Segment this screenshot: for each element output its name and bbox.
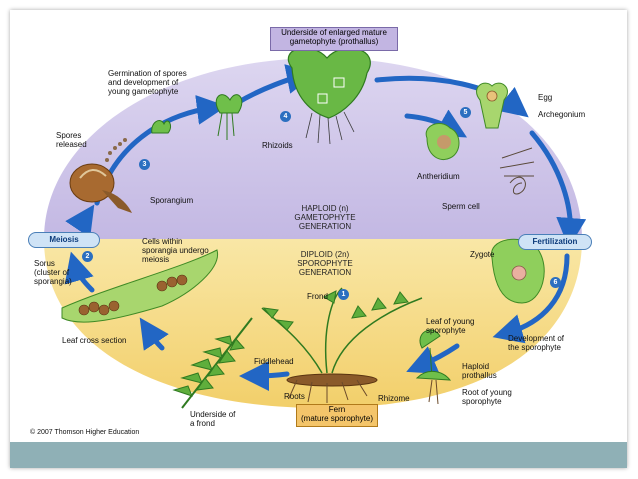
sorus-label: Sorus (cluster of sporangia)	[34, 259, 72, 286]
root-young-label: Root of young sporophyte	[462, 388, 512, 406]
egg-label: Egg	[538, 93, 553, 102]
archegonium-drawing	[476, 82, 508, 129]
step-2-badge: 2	[82, 251, 93, 262]
germination-label: Germination of spores and development of…	[108, 69, 187, 96]
diploid-generation-label: DIPLOID (2n) SPOROPHYTE GENERATION	[280, 250, 370, 277]
cells-within-line-2: sporangia undergo	[142, 246, 209, 255]
footer-bar	[10, 442, 627, 468]
haploid-label-line-2: GAMETOPHYTE	[294, 213, 356, 222]
leaf-cross-section-label: Leaf cross section	[62, 336, 127, 345]
sporangium-label: Sporangium	[150, 196, 194, 205]
leaf-young-label: Leaf of young sporophyte	[426, 317, 474, 335]
fertilization-stage: Fertilization	[518, 234, 592, 250]
sorus-line-3: sporangia)	[34, 277, 72, 286]
young-gametophyte-drawings	[151, 94, 243, 140]
cells-within-line-3: meiosis	[142, 255, 170, 264]
haploid-prothallus-line-2: prothallus	[462, 371, 497, 380]
diploid-label-line-3: GENERATION	[298, 268, 352, 277]
fern-title-box: Fern (mature sporophyte)	[296, 404, 378, 427]
archegonium-label: Archegonium	[538, 110, 586, 119]
haploid-label-line-1: HAPLOID (n)	[301, 204, 349, 213]
leaf-young-line-2: sporophyte	[426, 326, 466, 335]
spores-released-line-1: Spores	[56, 131, 82, 140]
sperm-cell-label: Sperm cell	[442, 202, 480, 211]
germination-line-2: and development of	[108, 78, 179, 87]
underside-frond-line-1: Underside of	[190, 410, 236, 419]
step-3-badge: 3	[139, 159, 150, 170]
step-6-badge: 6	[550, 277, 561, 288]
fern-box-line-1: Fern	[328, 405, 346, 414]
germination-line-1: Germination of spores	[108, 69, 187, 78]
cells-within-line-1: Cells within	[142, 237, 183, 246]
sorus-line-2: (cluster of	[34, 268, 70, 277]
diploid-label-line-2: SPOROPHYTE	[297, 259, 353, 268]
step-1-badge: 1	[338, 289, 349, 300]
rhizoids-label: Rhizoids	[262, 141, 293, 150]
haploid-generation-label: HAPLOID (n) GAMETOPHYTE GENERATION	[280, 204, 370, 231]
diagram-artwork	[44, 47, 587, 409]
young-sporophyte-drawing	[415, 329, 452, 405]
sperm-cell-drawing	[499, 147, 535, 195]
zygote-drawing	[491, 238, 545, 304]
fern-box-line-2: (mature sporophyte)	[300, 414, 374, 423]
development-line-2: the sporophyte	[508, 343, 561, 352]
leaf-young-line-1: Leaf of young	[426, 317, 475, 326]
roots-label: Roots	[284, 392, 305, 401]
development-label: Development of the sporophyte	[508, 334, 564, 352]
spores-released-label: Spores released	[56, 131, 87, 149]
zygote-label: Zygote	[470, 250, 495, 259]
haploid-prothallus-label: Haploid prothallus	[462, 362, 497, 380]
meiosis-stage: Meiosis	[28, 232, 100, 248]
root-young-line-1: Root of young	[462, 388, 512, 397]
development-line-1: Development of	[508, 334, 565, 343]
sorus-line-1: Sorus	[34, 259, 55, 268]
step-4-badge: 4	[280, 111, 291, 122]
step-5-badge: 5	[460, 107, 471, 118]
antheridium-drawing	[425, 123, 460, 161]
haploid-region	[44, 58, 582, 239]
prothallus-title-line-1: Underside of enlarged mature gametophyte…	[281, 28, 387, 46]
underside-frond-drawing	[172, 317, 253, 409]
copyright-text: © 2007 Thomson Higher Education	[30, 429, 140, 436]
fern-life-cycle-diagram: Underside of enlarged mature gametophyte…	[22, 18, 620, 438]
fiddlehead-label: Fiddlehead	[254, 357, 294, 366]
mature-fern-drawing	[261, 287, 423, 403]
leaf-cross-section-drawing	[61, 249, 218, 323]
germination-line-3: young gametophyte	[108, 87, 179, 96]
frond-label: Frond	[307, 292, 328, 301]
spores-released-line-2: released	[56, 140, 87, 149]
haploid-label-line-3: GENERATION	[298, 222, 352, 231]
prothallus-title-box: Underside of enlarged mature gametophyte…	[270, 27, 398, 51]
root-young-line-2: sporophyte	[462, 397, 502, 406]
underside-frond-label: Underside of a frond	[190, 410, 235, 428]
rhizome-label: Rhizome	[378, 394, 410, 403]
diploid-label-line-1: DIPLOID (2n)	[300, 250, 350, 259]
antheridium-label: Antheridium	[417, 172, 460, 181]
cells-within-label: Cells within sporangia undergo meiosis	[142, 237, 209, 264]
haploid-prothallus-line-1: Haploid	[462, 362, 490, 371]
sporangium-drawing	[69, 138, 132, 213]
underside-frond-line-2: a frond	[190, 419, 215, 428]
